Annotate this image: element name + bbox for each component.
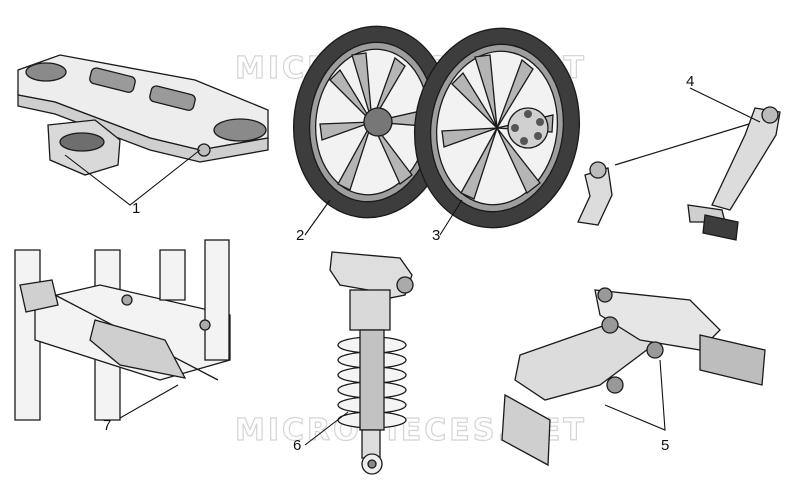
rear-shock-absorber-part [329,251,414,475]
callout-2: 2 [296,227,304,244]
front-wheel-part [292,25,452,219]
callout-1: 1 [132,200,140,217]
callout-6: 6 [293,437,301,454]
footpeg-brackets-part [501,287,766,467]
leader-lines [64,87,761,446]
gear-shift-lever-part [577,106,781,241]
triple-clamp-part [17,54,269,176]
callout-3: 3 [432,227,440,244]
callout-5: 5 [661,437,669,454]
callout-7: 7 [103,417,111,434]
rear-wheel-part [413,27,581,229]
callout-4: 4 [686,73,694,90]
steering-damper-part [14,239,231,421]
